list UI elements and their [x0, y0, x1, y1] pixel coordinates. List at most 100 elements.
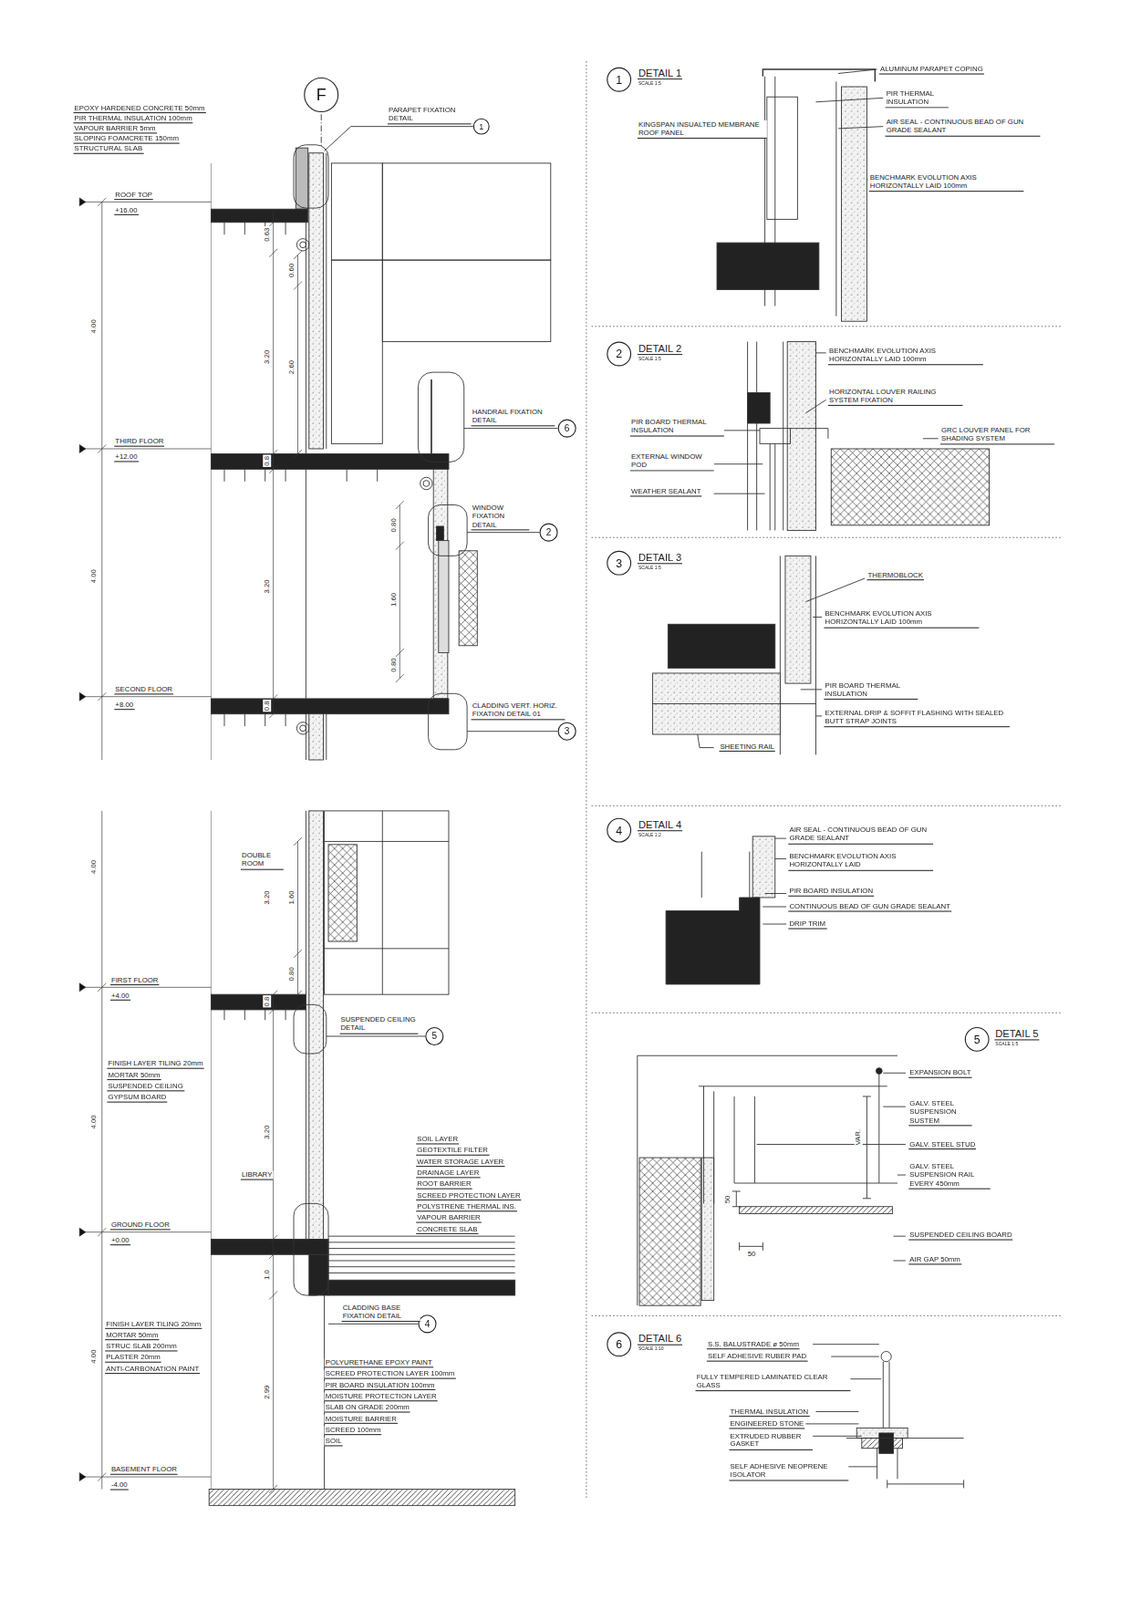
callout-number: 4 [425, 1318, 431, 1329]
detail-5-drawing-part [739, 1206, 893, 1215]
callout-circle: 4 [606, 818, 632, 843]
annotation-label: SECOND FLOOR [114, 684, 174, 695]
lower-section-part [208, 1488, 515, 1505]
annotation-label: AIR SEAL - CONTINUOUS BEAD OF GUN GRADE … [885, 118, 1041, 137]
detail-6-drawing-part [889, 1361, 891, 1439]
annotation-label: SELF ADHESIVE RUBER PAD [706, 1352, 808, 1362]
annotation-label: FINISH LAYER TILING 20mm [106, 1059, 204, 1069]
detail-5-drawing-part [639, 1157, 701, 1306]
upper-section-part [296, 722, 309, 735]
detail-2-drawing-part [759, 428, 791, 445]
detail-5-drawing-part [875, 1068, 882, 1075]
annotation-label: VAPOUR BARRIER 5mm [73, 124, 157, 134]
callout-outlines-part [326, 1036, 426, 1038]
upper-section-part [224, 222, 378, 727]
annotation-label: EXTERNAL DRIP & SOFFIT FLASHING WITH SEA… [823, 708, 1009, 727]
callout-outlines-part [428, 504, 467, 556]
annotation-label: PIR BOARD THERMAL INSULATION [630, 417, 725, 436]
scale-note: SCALE 1:5 [637, 356, 663, 363]
sheet-dividers-part [591, 325, 1061, 327]
callout-circle: 2 [606, 342, 632, 367]
detail-4-drawing-part [701, 851, 703, 898]
detail-2-drawing-part [714, 352, 939, 494]
callout-number: 1 [615, 73, 623, 86]
annotation-label: PIR BOARD INSULATION 100mm [324, 1380, 436, 1391]
annotation-label: GROUND FLOOR [110, 1220, 171, 1230]
annotation-label: WEATHER SEALANT [630, 487, 703, 497]
detail-title: DETAIL 1 [637, 67, 683, 80]
detail-1-drawing-part [767, 96, 799, 219]
dimension-text: 4.00 [89, 1348, 98, 1364]
detail-2-drawing-part [782, 342, 784, 531]
dimension-text: 0.8 [262, 995, 271, 1007]
annotation-label: +4.00 [110, 991, 131, 1001]
upper-section-part [305, 222, 307, 455]
detail-4-drawing-part [752, 836, 776, 898]
detail-3-drawing-part [785, 555, 811, 684]
annotation-label: BENCHMARK EVOLUTION AXIS HORIZONTALLY LA… [869, 173, 1025, 192]
dimension-lines-part [272, 208, 274, 714]
sheet-dividers-part [591, 1315, 1061, 1317]
annotation-label: EXPANSION BOLT [908, 1068, 972, 1079]
callout-outlines [293, 126, 559, 1325]
annotation-label: POLYSTRENE THERMAL INS. [415, 1202, 518, 1212]
lower-section [208, 810, 515, 1505]
annotation-label: EXTRUDED RUBBER GASKET [728, 1431, 813, 1451]
annotation-label: PLASTER 20mm [104, 1353, 162, 1363]
lower-section-part [210, 810, 212, 1490]
dimension-lines-part [297, 255, 299, 455]
annotation-label: WATER STORAGE LAYER [415, 1157, 505, 1167]
annotation-label: WINDOW FIXATION DETAIL [471, 503, 530, 530]
detail-5-drawing-part [734, 1182, 898, 1184]
annotation-label: THERMAL INSULATION [728, 1407, 810, 1417]
upper-section-part [309, 714, 324, 760]
callout-number: 6 [564, 423, 571, 434]
annotation-label: SCREED PROTECTION LAYER 100mm [324, 1369, 457, 1380]
dimension-text: 0.8 [262, 455, 271, 467]
callout-circle: 6 [606, 1331, 632, 1357]
upper-section-part [325, 714, 327, 760]
detail-5-drawing-part [862, 1096, 872, 1199]
annotation-label: GRC LOUVER PANEL FOR SHADING SYSTEM [940, 425, 1055, 445]
callout-circle: 6 [558, 419, 577, 438]
annotation-label: EPOXY HARDENED CONCRETE 50mm [73, 103, 207, 114]
lower-section-part [309, 1254, 329, 1296]
dimension-text: 0.60 [287, 262, 296, 279]
upper-section-part [423, 480, 430, 488]
upper-section-part [210, 208, 308, 223]
detail-2-drawing-part [756, 342, 758, 531]
upper-section-part [331, 163, 383, 260]
annotation-label: MORTAR 50mm [106, 1070, 161, 1080]
callout-circle: 4 [417, 1314, 436, 1333]
detail-title: DETAIL 3 [637, 551, 683, 564]
detail-4-drawing-part [762, 838, 787, 924]
detail-6-drawing-part [805, 1344, 882, 1467]
annotation-label: VAPOUR BARRIER [415, 1214, 482, 1224]
detail-2-drawing-part [787, 342, 816, 531]
dimension-lines-part [101, 810, 103, 1490]
sheet-dividers [586, 61, 1061, 1500]
detail-5-drawing-part [698, 1086, 888, 1204]
callout-number: F [316, 85, 327, 104]
annotation-label: PIR THERMAL INSULATION [885, 89, 949, 108]
detail-6-drawing-part [882, 1361, 884, 1439]
callout-outlines-part [293, 145, 329, 208]
lower-section-part [305, 810, 307, 995]
dimension-text: 50 [747, 1250, 758, 1259]
annotation-label: MOISTURE PROTECTION LAYER [324, 1391, 438, 1401]
annotation-label: STRUC SLAB 200mm [104, 1341, 178, 1351]
annotation-label: FIRST FLOOR [110, 975, 160, 986]
annotation-label: HANDRAIL FIXATION DETAIL [471, 407, 556, 426]
annotation-label: GEOTEXTILE FILTER [415, 1146, 489, 1156]
upper-section-part [296, 238, 309, 251]
detail-5-drawing-part [732, 1191, 741, 1207]
callout-number: 6 [615, 1338, 623, 1350]
annotation-label: SUSPENDED CEILING [106, 1081, 184, 1091]
grid-axis-bubble: F [303, 77, 339, 113]
annotation-label: ALUMINUM PARAPET COPING [879, 65, 985, 75]
callout-outlines-part [293, 1004, 327, 1054]
callout-circle: 3 [606, 550, 632, 576]
callout-number: 2 [546, 527, 552, 538]
annotation-label: ENGINEERED STONE [728, 1419, 805, 1429]
detail-2-drawing-part [747, 342, 748, 531]
